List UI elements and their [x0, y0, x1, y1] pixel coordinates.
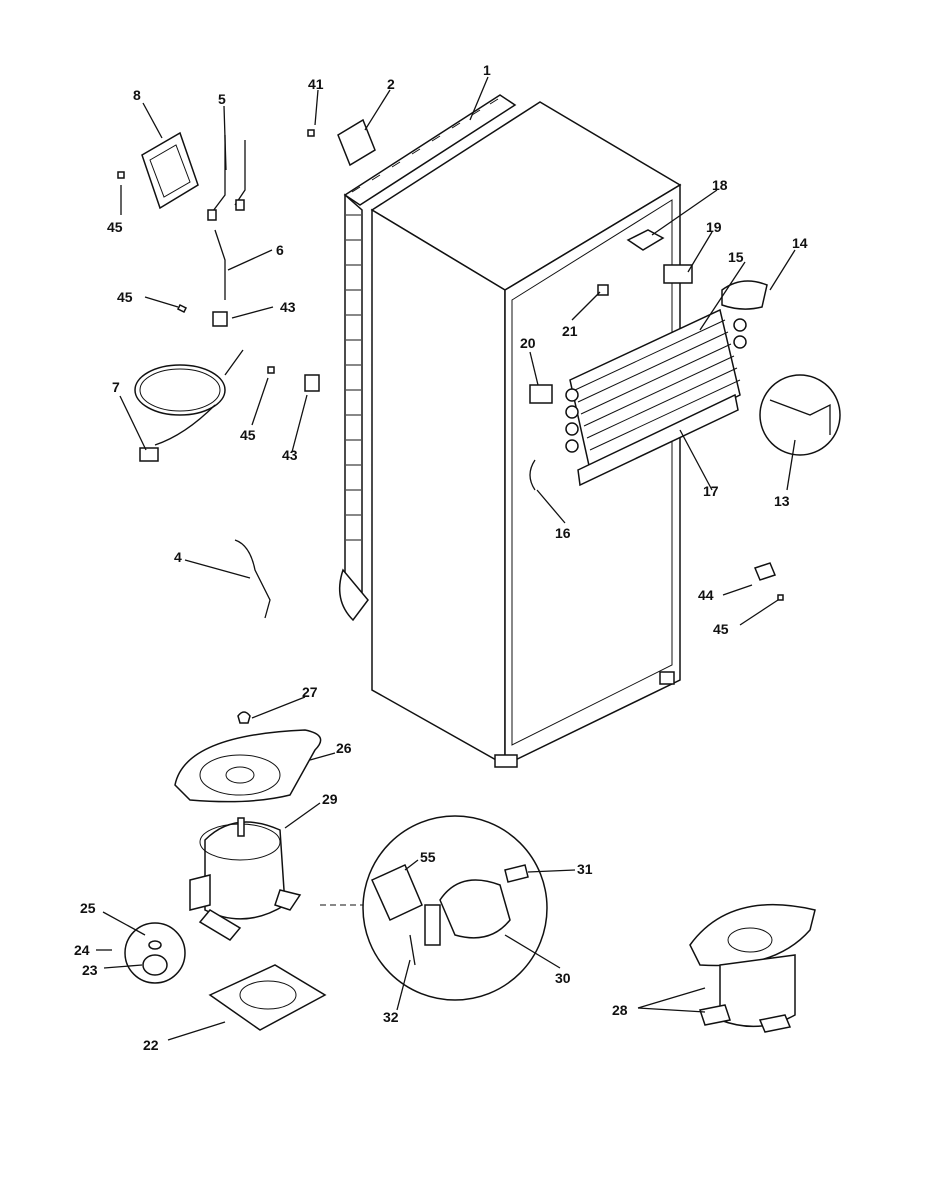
callout-31: 31	[577, 861, 593, 877]
tube-16	[529, 459, 536, 491]
grommet-detail-circle	[124, 922, 186, 984]
callout-19: 19	[706, 219, 722, 235]
base-plate	[208, 964, 327, 1031]
screw-45-c	[267, 366, 275, 374]
clip-43-a	[212, 311, 228, 327]
clip-27	[237, 711, 251, 724]
callout-15: 15	[728, 249, 744, 265]
callout-43-a: 43	[280, 299, 296, 315]
callout-45-a: 45	[107, 219, 123, 235]
tube-4	[234, 539, 271, 619]
callout-4: 4	[174, 549, 182, 565]
screw-41	[307, 129, 315, 137]
callout-30: 30	[555, 970, 571, 986]
callout-41: 41	[308, 76, 324, 92]
callout-43-b: 43	[282, 447, 298, 463]
callout-22: 22	[143, 1037, 159, 1053]
screw-45-d	[777, 594, 784, 601]
callout-21: 21	[562, 323, 578, 339]
wire-harness-6	[214, 229, 226, 300]
callout-5: 5	[218, 91, 226, 107]
thermostat-21	[597, 284, 609, 296]
electrical-detail-circle	[362, 815, 548, 1001]
callout-45-c: 45	[240, 427, 256, 443]
defrost-timer-part	[626, 229, 665, 251]
callout-28: 28	[612, 1002, 628, 1018]
clip-43-b	[304, 374, 320, 392]
callout-1: 1	[483, 62, 491, 78]
bracket-2	[337, 118, 376, 167]
callout-7: 7	[112, 379, 120, 395]
callout-24: 24	[74, 942, 90, 958]
callout-14: 14	[792, 235, 808, 251]
callout-6: 6	[276, 242, 284, 258]
drain-trough	[721, 280, 768, 310]
callout-13: 13	[774, 493, 790, 509]
callout-2: 2	[387, 76, 395, 92]
screw-45-b	[176, 303, 188, 314]
callout-16: 16	[555, 525, 571, 541]
callout-25: 25	[80, 900, 96, 916]
heater-clip	[663, 264, 693, 284]
callout-27: 27	[302, 684, 318, 700]
detail-circle-13	[759, 374, 841, 456]
clip-44	[753, 562, 777, 581]
drain-pan	[174, 729, 322, 803]
callout-44: 44	[698, 587, 714, 603]
callout-23: 23	[82, 962, 98, 978]
callout-55: 55	[420, 849, 436, 865]
access-panel	[141, 131, 199, 210]
callout-18: 18	[712, 177, 728, 193]
callout-32: 32	[383, 1009, 399, 1025]
callout-26: 26	[336, 740, 352, 756]
callout-20: 20	[520, 335, 536, 351]
callout-45-d: 45	[713, 621, 729, 637]
compressor	[189, 817, 302, 941]
evaporator-cover	[577, 393, 739, 487]
callout-45-b: 45	[117, 289, 133, 305]
condenser-coil	[338, 94, 517, 622]
callout-29: 29	[322, 791, 338, 807]
switch-20	[529, 384, 553, 404]
screw-45-a	[117, 171, 125, 179]
compressor-assembly	[689, 904, 816, 1033]
power-cord	[134, 349, 244, 462]
callout-17: 17	[703, 483, 719, 499]
evaporator-coil	[565, 308, 747, 472]
callout-8: 8	[133, 87, 141, 103]
